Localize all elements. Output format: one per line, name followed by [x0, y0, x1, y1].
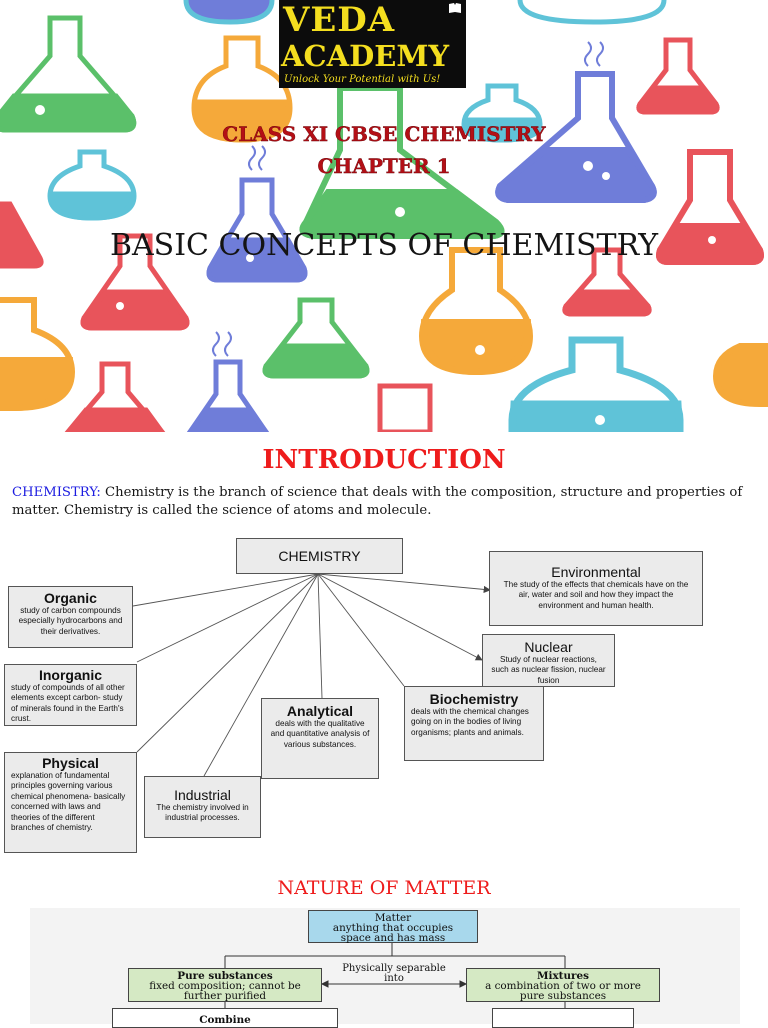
industrial-node: Industrial The chemistry involved in ind… — [144, 776, 261, 838]
chapter-line: CHAPTER 1 — [317, 154, 451, 178]
chemistry-root-node: CHEMISTRY — [236, 538, 403, 574]
matter-connectors — [224, 943, 566, 1008]
flask-red-bottom-left — [64, 361, 166, 432]
flask-blue-mid-left — [47, 149, 137, 221]
steam-swirls — [212, 41, 604, 357]
mixture-child-node — [492, 1008, 634, 1028]
diagram-connectors — [132, 573, 491, 777]
flask-red-right — [656, 149, 764, 265]
organic-title: Organic — [44, 590, 97, 606]
mixture-desc: a combination of two or more pure substa… — [485, 980, 641, 1002]
pure-substances-node: Pure substances fixed composition; canno… — [128, 968, 322, 1002]
chemistry-root-label: CHEMISTRY — [278, 548, 361, 564]
flask-background-illustration — [0, 0, 768, 432]
biochemistry-desc: deals with the chemical changes going on… — [411, 707, 529, 737]
flask-purple-bottom — [186, 359, 270, 432]
flask-orange-left-bottom — [0, 297, 76, 411]
analytical-title: Analytical — [286, 703, 354, 719]
matter-classification-diagram: Matter anything that occupies space and … — [30, 908, 740, 1028]
flask-orange-right-bottom — [712, 343, 768, 407]
inorganic-desc: study of compounds of all other elements… — [11, 683, 125, 724]
matter-title: Matter — [374, 912, 412, 924]
separation-label: Physically separable into — [342, 963, 446, 984]
pure-desc: fixed composition; cannot be further pur… — [149, 980, 301, 1002]
industrial-desc: The chemistry involved in industrial pro… — [156, 803, 249, 823]
flask-purple-right — [495, 71, 657, 203]
environmental-node: Environmental The study of the effects t… — [489, 551, 703, 626]
organic-desc: study of carbon compounds especially hyd… — [18, 606, 123, 636]
logo-line1: VEDA — [283, 0, 396, 40]
physical-node: Physical explanation of fundamental prin… — [4, 752, 137, 853]
environmental-title: Environmental — [551, 564, 641, 580]
industrial-title: Industrial — [174, 787, 231, 803]
flask-pink-small-right — [562, 247, 652, 317]
logo-line2: ACADEMY — [281, 39, 450, 73]
introduction-text: Chemistry is the branch of science that … — [12, 485, 743, 518]
analytical-node: Analytical deals with the qualitative an… — [261, 698, 379, 779]
flask-pink-midleft — [80, 233, 190, 331]
class-line: CLASS XI CBSE CHEMISTRY — [222, 122, 546, 146]
flask-blue-top-right — [517, 0, 667, 25]
physical-desc: explanation of fundamental principles go… — [11, 771, 126, 833]
branches-of-chemistry-diagram: CHEMISTRY Organic study of carbon compou… — [0, 530, 768, 860]
chemistry-keyword: CHEMISTRY: — [12, 485, 101, 500]
flask-green-top-left — [0, 15, 137, 133]
flask-blue-top — [183, 0, 275, 25]
mixtures-node: Mixtures a combination of two or more pu… — [466, 968, 660, 1002]
nuclear-title: Nuclear — [524, 639, 573, 655]
flask-red-top-right — [636, 37, 720, 115]
combine-node: Combine — [112, 1008, 338, 1028]
flask-blue-small-center — [461, 83, 543, 143]
flask-purple-left — [206, 177, 308, 283]
pure-title: Pure substances — [177, 970, 273, 982]
flask-orange-center — [418, 247, 534, 376]
introduction-paragraph: CHEMISTRY: Chemistry is the branch of sc… — [12, 484, 762, 520]
flask-red-left — [0, 201, 44, 269]
biochemistry-node: Biochemistry deals with the chemical cha… — [404, 686, 544, 761]
combine-label: Combine — [199, 1014, 251, 1026]
nuclear-node: Nuclear Study of nuclear reactions, such… — [482, 634, 615, 687]
environmental-desc: The study of the effects that chemicals … — [503, 580, 689, 610]
nature-of-matter-heading: NATURE OF MATTER — [277, 877, 491, 899]
cover-banner: VEDA ACADEMY Unlock Your Potential with … — [0, 0, 768, 432]
mixture-title: Mixtures — [537, 970, 589, 982]
veda-academy-logo: VEDA ACADEMY Unlock Your Potential with … — [279, 0, 466, 88]
beaker-pink-bottom — [377, 383, 433, 432]
inorganic-node: Inorganic study of compounds of all othe… — [4, 664, 137, 726]
physical-title: Physical — [42, 755, 99, 771]
nuclear-desc: Study of nuclear reactions, such as nucl… — [491, 655, 606, 685]
page-title: BASIC CONCEPTS OF CHEMISTRY — [109, 228, 659, 263]
matter-desc: anything that occupies space and has mas… — [332, 922, 454, 944]
flask-blue-bottom-right — [508, 336, 684, 432]
logo-tagline: Unlock Your Potential with Us! — [284, 74, 441, 85]
book-icon — [449, 3, 461, 13]
inorganic-title: Inorganic — [38, 667, 102, 683]
biochemistry-title: Biochemistry — [429, 691, 519, 707]
analytical-desc: deals with the qualitative and quantitat… — [270, 719, 370, 749]
bubble-dots — [35, 105, 716, 425]
flask-green-small-bottom — [262, 297, 370, 379]
matter-node: Matter anything that occupies space and … — [308, 910, 478, 943]
organic-node: Organic study of carbon compounds especi… — [8, 586, 133, 648]
introduction-heading: INTRODUCTION — [262, 445, 506, 475]
